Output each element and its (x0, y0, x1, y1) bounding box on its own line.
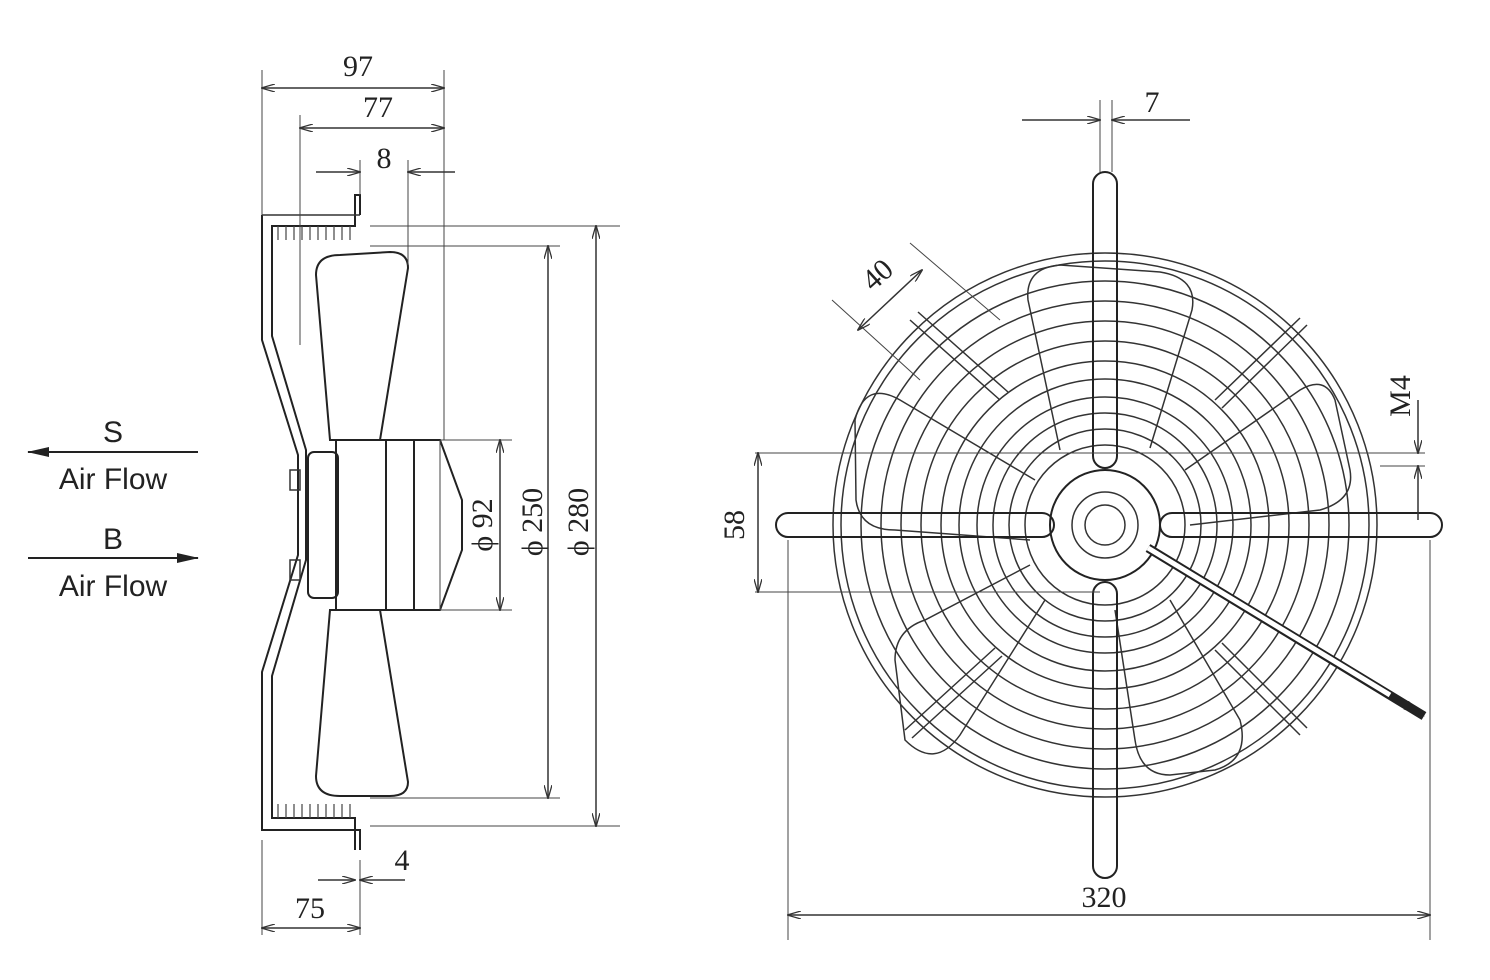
airflow-legend: S Air Flow B Air Flow (27, 416, 199, 603)
dia-92-text: ϕ 92 (466, 498, 499, 551)
motor-body (335, 439, 387, 611)
leg-top (1092, 171, 1118, 469)
dim-97-text: 97 (343, 50, 373, 83)
front-view: 7 40 M4 58 320 (718, 86, 1443, 940)
motor-rear (414, 439, 463, 611)
blow-letter: B (103, 523, 123, 556)
dim-40-text: 40 (855, 253, 899, 298)
dim-4-text: 4 (395, 844, 410, 877)
dim-58-text: 58 (718, 510, 751, 540)
suction-letter: S (103, 416, 123, 449)
dim-320-text: 320 (1082, 881, 1127, 914)
motor-bolt-top (289, 469, 301, 491)
leg-right (1159, 512, 1443, 538)
bracket-profile (261, 194, 361, 850)
dia-280-text: ϕ 280 (562, 488, 595, 556)
dim-8-text: 8 (377, 142, 392, 175)
front-blades (854, 264, 1352, 776)
hub-ring (1071, 491, 1139, 559)
motor-cap (307, 451, 339, 599)
blade-top (314, 250, 410, 441)
leg-left (775, 512, 1055, 538)
dim-75-text: 75 (295, 892, 325, 925)
blow-airflow-label: Air Flow (59, 570, 168, 603)
motor-bolt-bottom (289, 559, 301, 581)
dia-250-text: ϕ 250 (516, 488, 549, 556)
bracket-hatching-bottom (277, 804, 351, 818)
dim-7-text: 7 (1145, 86, 1160, 119)
mounting-legs (775, 171, 1443, 879)
hub-center (1084, 504, 1126, 546)
guard-struts (904, 311, 1308, 739)
dim-77-text: 77 (363, 91, 393, 124)
bracket-hatching-top (277, 226, 351, 240)
dim-40-line (858, 270, 922, 330)
suction-airflow-label: Air Flow (59, 463, 168, 496)
thread-m4-text: M4 (1384, 375, 1417, 417)
hub-outer (1049, 469, 1161, 581)
side-view: 97 77 8 4 75 ϕ 92 ϕ 250 ϕ 280 (261, 50, 620, 935)
blade-bottom (314, 609, 410, 797)
leg-bottom (1092, 581, 1118, 879)
guard-rings (832, 252, 1378, 798)
